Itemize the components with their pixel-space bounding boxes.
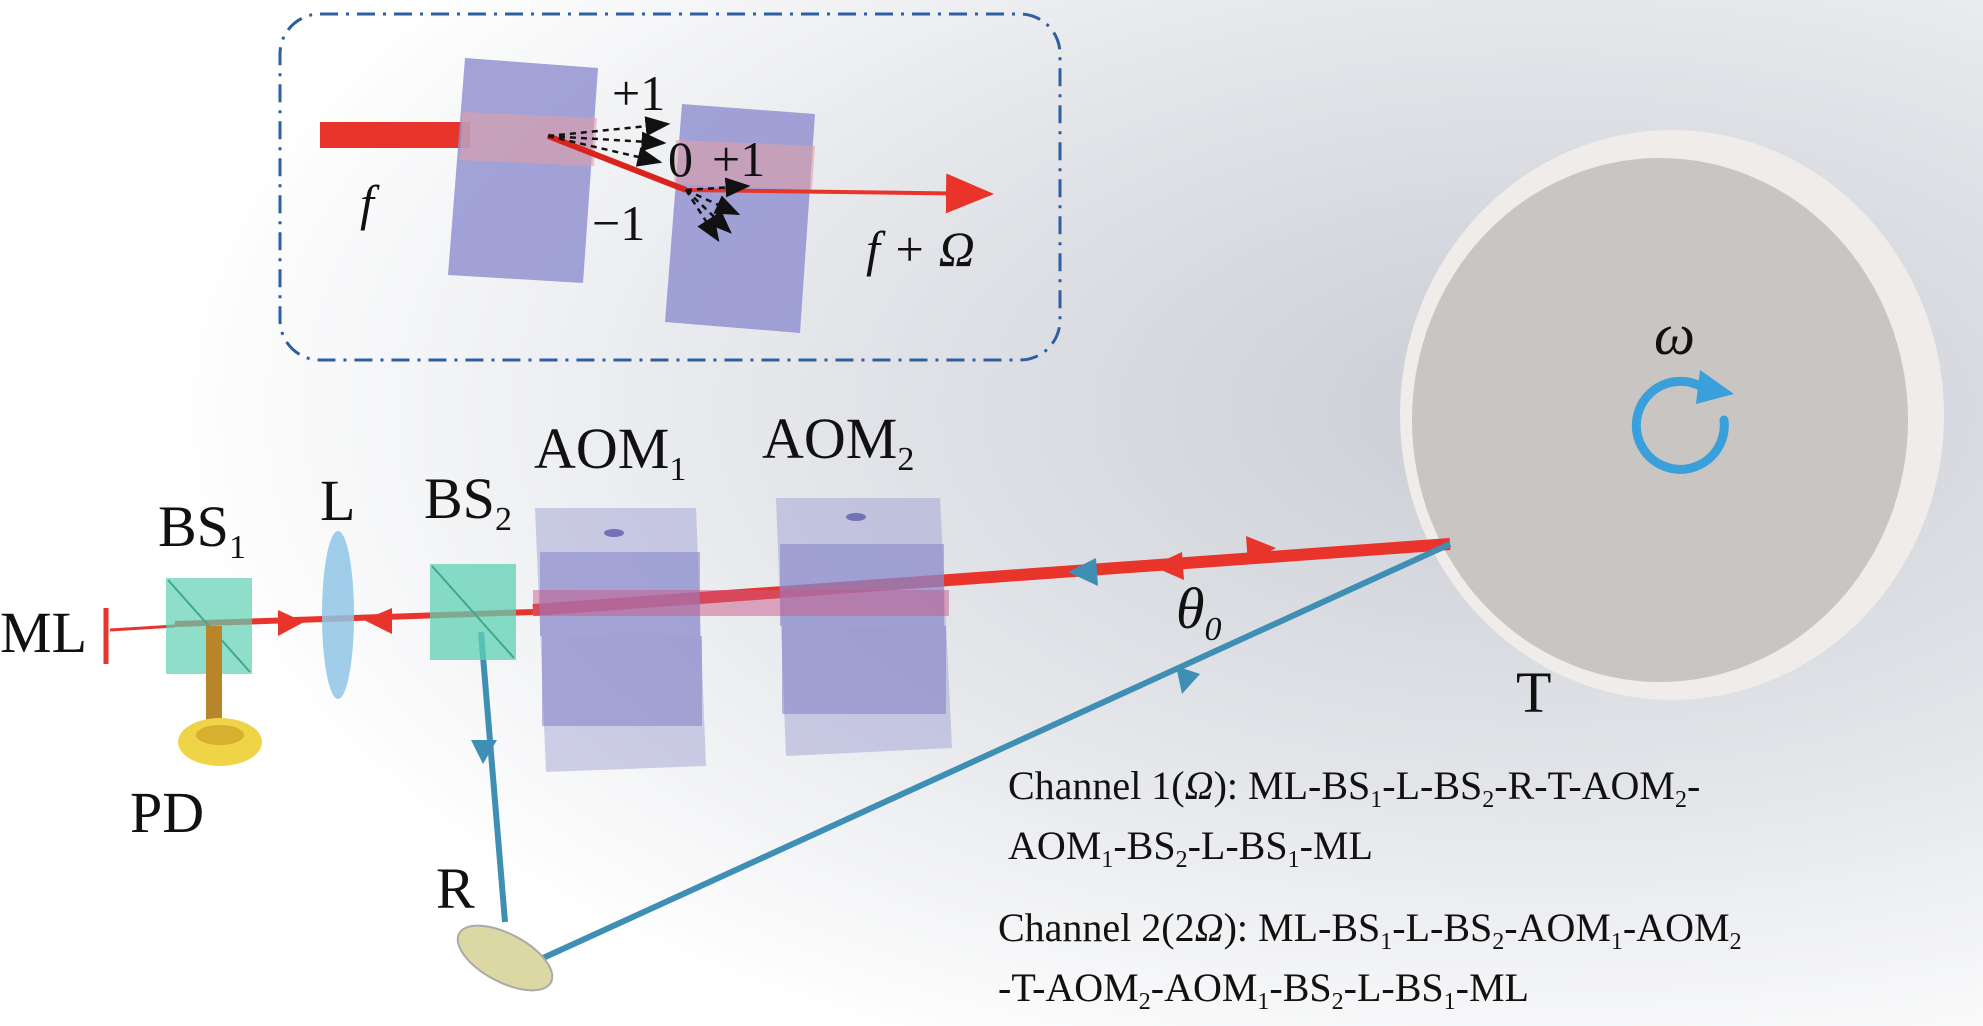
beam-arrow-icon bbox=[1176, 666, 1200, 694]
label-aom1: AOM1 bbox=[534, 416, 687, 488]
aom2-block bbox=[776, 498, 952, 756]
label-theta0: θ0 bbox=[1176, 576, 1222, 648]
channel1-line1: Channel 1(Ω): ML-BS1-L-BS2-R-T-AOM2- bbox=[1008, 763, 1701, 813]
return-beam-vertical bbox=[478, 631, 508, 923]
beam-through-aoms bbox=[533, 590, 949, 616]
reflector-r bbox=[456, 924, 554, 992]
channel2-line1: Channel 2(2Ω): ML-BS1-L-BS2-AOM1-AOM2 bbox=[998, 905, 1742, 955]
rotation-arrowhead-icon bbox=[1696, 370, 1734, 404]
label-bs1: BS1 bbox=[158, 494, 246, 566]
photodetector-top bbox=[196, 725, 244, 745]
beam-arrow-icon bbox=[278, 610, 304, 636]
inset-frame bbox=[278, 12, 1062, 362]
inset-order-plus1-b: +1 bbox=[712, 131, 766, 187]
label-r: R bbox=[436, 856, 475, 921]
target-disk bbox=[1412, 158, 1908, 682]
channel1-line2: AOM1-BS2-L-BS1-ML bbox=[1008, 823, 1373, 873]
return-beam-diagonal bbox=[530, 541, 1452, 966]
inset-deflected-beam bbox=[546, 133, 688, 193]
bs2-cube bbox=[430, 564, 516, 660]
label-t: T bbox=[1516, 660, 1552, 725]
inset-order-minus1: −1 bbox=[592, 195, 646, 251]
label-aom2: AOM2 bbox=[762, 406, 915, 478]
beam-arrow-icon bbox=[1068, 558, 1098, 586]
inset-order-zero: 0 bbox=[668, 131, 693, 187]
inset-beam-in-block-2 bbox=[674, 140, 815, 190]
beam-arrow-icon bbox=[471, 740, 497, 764]
inset-order-plus1-a: +1 bbox=[612, 65, 666, 121]
lens bbox=[322, 531, 354, 699]
beam-arrow-icon bbox=[1246, 536, 1276, 564]
photodetector-stem bbox=[206, 626, 222, 726]
label-pd: PD bbox=[130, 780, 205, 845]
aom1-block bbox=[535, 508, 706, 772]
beam-arrow-icon bbox=[1152, 552, 1184, 580]
label-bs2: BS2 bbox=[424, 466, 512, 538]
inset-diffraction-orders bbox=[547, 116, 751, 243]
inset-beam-in-block-1 bbox=[460, 112, 597, 166]
laser-beam-to-ml bbox=[109, 624, 176, 632]
channel2-line2: -T-AOM2-AOM1-BS2-L-BS1-ML bbox=[998, 965, 1529, 1015]
label-ml: ML bbox=[0, 600, 87, 665]
inset-frequency-f: f bbox=[360, 175, 374, 231]
inset-frequency-f-plus-omega: f + Ω bbox=[866, 221, 975, 277]
inset-incident-beam bbox=[320, 122, 470, 148]
beam-arrow-icon bbox=[364, 608, 392, 634]
inset-aom-block-1 bbox=[448, 58, 598, 283]
label-omega: ω bbox=[1654, 302, 1695, 367]
rotation-arrow-icon bbox=[1631, 376, 1729, 474]
label-l: L bbox=[320, 468, 356, 533]
